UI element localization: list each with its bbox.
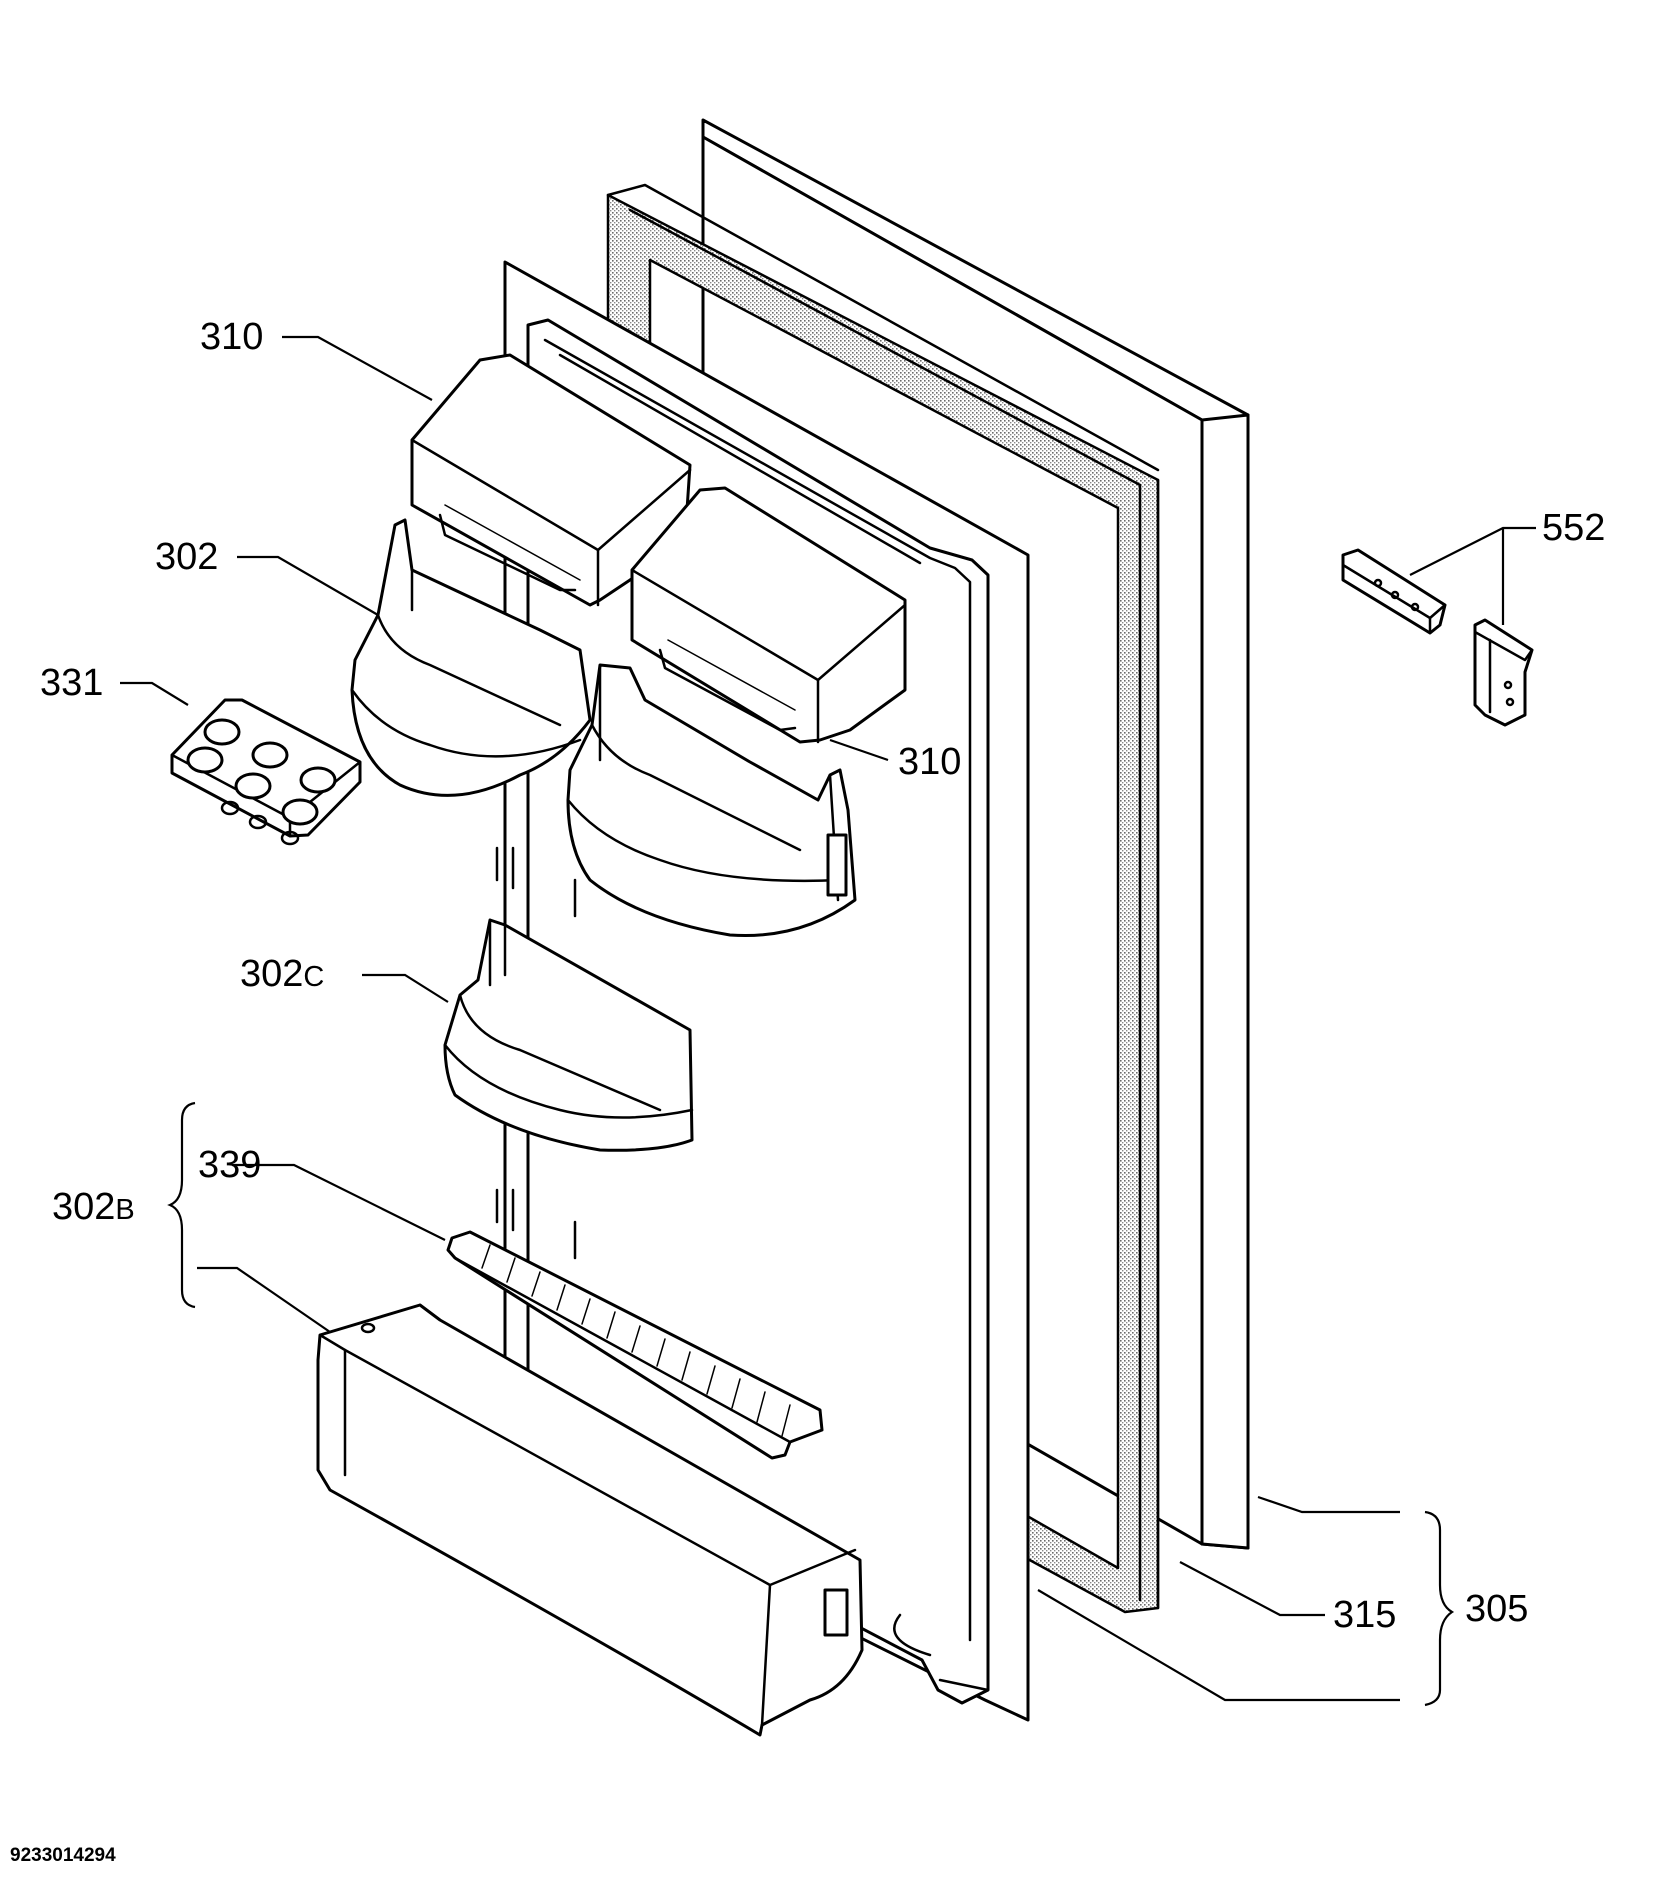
part-label-302: 302 xyxy=(155,538,218,576)
part-number: 339 xyxy=(198,1144,262,1186)
part-label-339: 339 xyxy=(198,1146,261,1184)
part-label-302b: 302B xyxy=(52,1188,135,1226)
dairy-cover-right xyxy=(630,486,907,744)
part-suffix: B xyxy=(115,1194,135,1226)
part-number: 302 xyxy=(240,953,304,995)
part-label-310-top: 310 xyxy=(200,318,263,356)
part-label-302c: 302C xyxy=(240,955,324,993)
part-number: 331 xyxy=(40,662,104,704)
shelf-rail-marks xyxy=(495,846,577,1260)
door-gasket xyxy=(606,183,1160,1614)
part-label-310-lower: 310 xyxy=(898,743,961,781)
part-number: 310 xyxy=(200,316,264,358)
part-label-315: 315 xyxy=(1333,1596,1396,1634)
document-number: 9233014294 xyxy=(10,1845,116,1866)
part-number: 315 xyxy=(1333,1594,1397,1636)
part-number: 310 xyxy=(898,741,962,783)
door-shelf-right xyxy=(566,663,857,938)
part-label-331: 331 xyxy=(40,664,103,702)
grouping-braces xyxy=(167,1101,1455,1707)
bottle-retainer xyxy=(446,1230,824,1460)
part-number: 552 xyxy=(1542,507,1606,549)
leader-lines xyxy=(120,335,1536,1702)
part-suffix: C xyxy=(303,961,325,993)
part-number: 302 xyxy=(155,536,219,578)
part-label-552: 552 xyxy=(1542,509,1605,547)
small-door-shelf xyxy=(443,918,694,1152)
door-shelf-left xyxy=(350,518,592,797)
part-number: 305 xyxy=(1465,1588,1529,1630)
bottle-shelf xyxy=(316,1303,864,1737)
part-label-305: 305 xyxy=(1465,1590,1528,1628)
egg-tray xyxy=(170,698,362,846)
hinge-parts xyxy=(1341,548,1534,727)
part-number: 302 xyxy=(52,1186,116,1228)
